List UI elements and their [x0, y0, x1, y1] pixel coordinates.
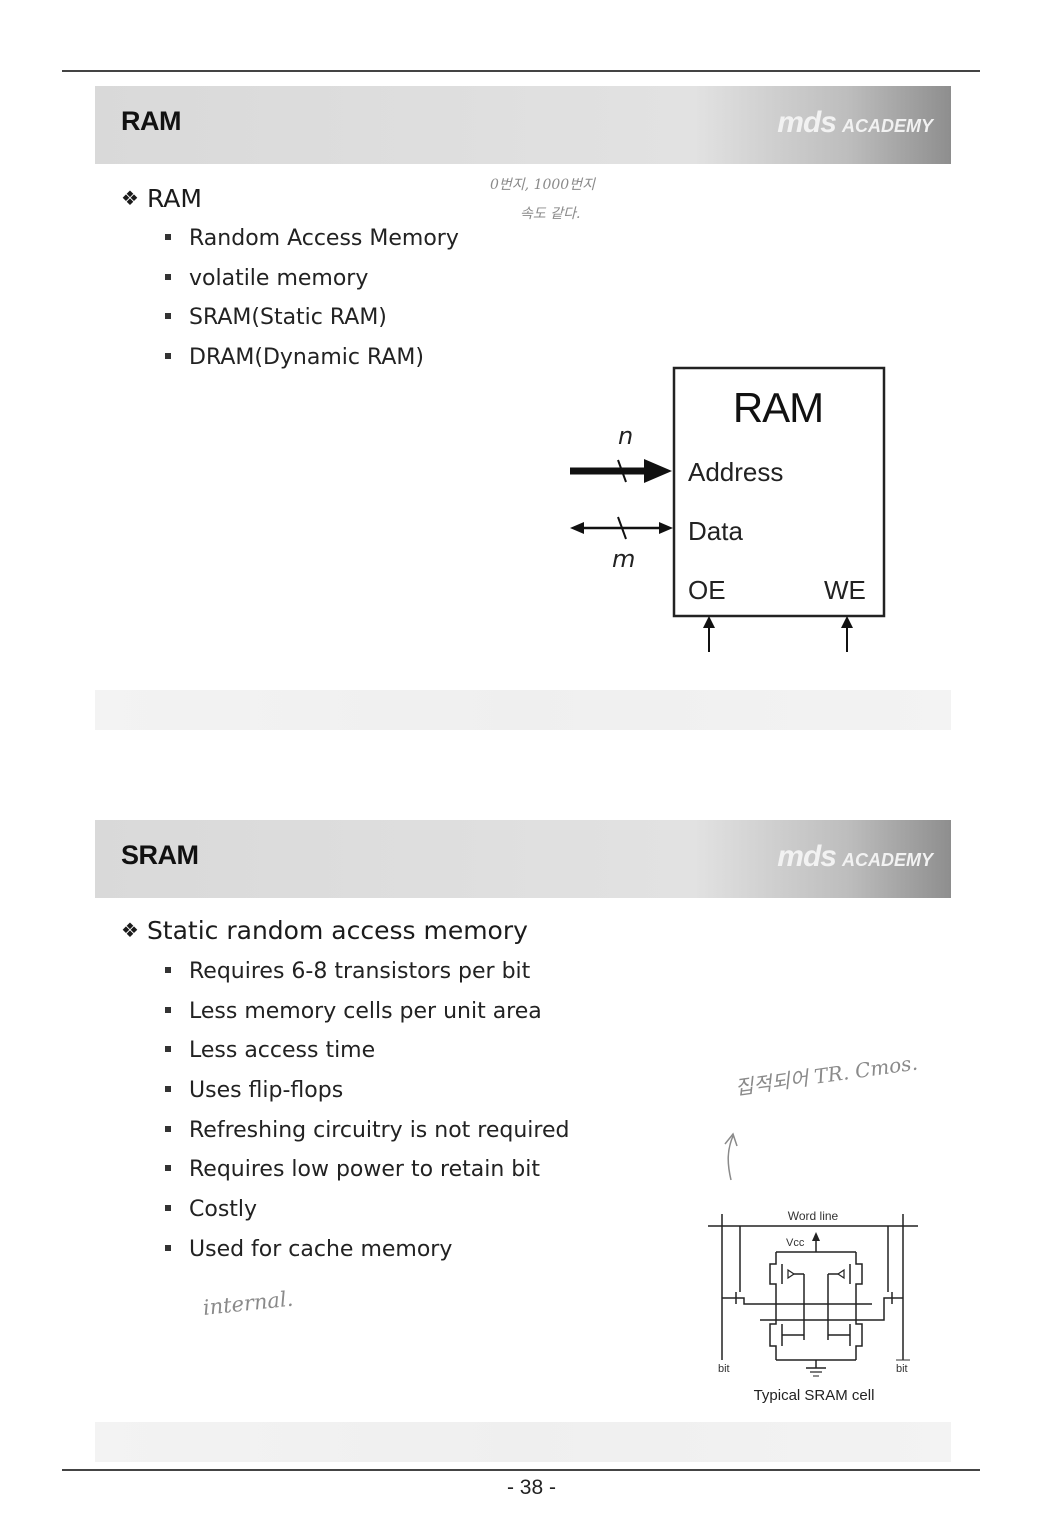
bullet-text: Less memory cells per unit area	[189, 998, 542, 1024]
list-item: DRAM(Dynamic RAM)	[165, 345, 459, 385]
brand-name: mds	[777, 106, 837, 139]
square-bullet-icon	[165, 273, 171, 280]
slide2-title: SRAM	[121, 840, 199, 870]
handwritten-note-tr: 집적되어 TR. Cmos.	[733, 1050, 920, 1100]
brand-suffix: ACADEMY	[841, 850, 933, 870]
list-item: Requires low power to retain bit	[165, 1157, 569, 1197]
list-item: Uses flip-flops	[165, 1078, 569, 1118]
square-bullet-icon	[165, 1165, 171, 1172]
list-item: Costly	[165, 1197, 569, 1237]
list-item: Less memory cells per unit area	[165, 999, 569, 1039]
bullet-text: Uses flip-flops	[189, 1078, 344, 1104]
bullet-text: SRAM(Static RAM)	[189, 305, 387, 331]
bus-width-n-label: n	[618, 422, 633, 450]
we-label: WE	[824, 575, 866, 605]
bus-width-m-label: m	[612, 545, 635, 573]
bullet-text: DRAM(Dynamic RAM)	[189, 345, 424, 371]
bullet-text: Requires 6-8 transistors per bit	[189, 959, 531, 984]
square-bullet-icon	[165, 1046, 171, 1053]
page-number: - 38 -	[506, 1476, 556, 1499]
vcc-label: Vcc	[786, 1237, 805, 1249]
diamond-bullet-icon: ❖	[121, 186, 139, 210]
sram-cell-circuit: Word line Vcc bit bit Typical SRAM cell	[708, 1209, 918, 1404]
square-bullet-icon	[165, 1006, 171, 1013]
sram-cell-caption: Typical SRAM cell	[754, 1387, 875, 1404]
oe-arrow-head-icon	[703, 616, 715, 628]
slide1-heading: ❖ RAM	[121, 184, 202, 213]
data-arrow-right-icon	[659, 522, 673, 534]
address-arrow-head-icon	[644, 459, 672, 483]
square-bullet-icon	[165, 234, 171, 240]
brand-name: mds	[777, 840, 837, 873]
diamond-bullet-icon: ❖	[121, 918, 139, 942]
bullet-text: Used for cache memory	[189, 1236, 453, 1262]
square-bullet-icon	[165, 1086, 171, 1093]
handwritten-arrow-icon	[724, 1132, 738, 1181]
slide2-heading-text: Static random access memory	[146, 916, 528, 945]
address-label: Address	[688, 457, 783, 487]
slide1-footer-band	[95, 690, 951, 730]
slide2-bullet-list: Requires 6-8 transistors per bit Less me…	[165, 959, 569, 1277]
ram-block	[672, 366, 886, 618]
bit-left-label: bit	[718, 1363, 730, 1375]
bullet-text: Requires low power to retain bit	[189, 1157, 540, 1183]
ram-block-diagram: RAM Address Data OE WE n m	[570, 366, 886, 652]
list-item: Used for cache memory	[165, 1237, 569, 1277]
word-line-label: Word line	[788, 1209, 839, 1223]
list-item: SRAM(Static RAM)	[165, 305, 459, 345]
top-rule	[62, 70, 980, 72]
handwritten-note-internal: internal.	[201, 1286, 295, 1320]
square-bullet-icon	[165, 967, 171, 973]
bit-right-label: bit	[896, 1363, 908, 1375]
data-bus-slash	[617, 516, 627, 540]
list-item: Random Access Memory	[165, 226, 459, 266]
data-label: Data	[688, 516, 743, 546]
brand-suffix: ACADEMY	[841, 116, 933, 136]
square-bullet-icon	[165, 1244, 171, 1251]
bullet-text: Refreshing circuitry is not required	[189, 1117, 570, 1143]
square-bullet-icon	[165, 353, 171, 360]
we-arrow-head-icon	[841, 616, 853, 628]
list-item: Requires 6-8 transistors per bit	[165, 959, 569, 999]
ram-block-title: RAM	[733, 384, 823, 431]
address-bus-slash	[617, 459, 627, 483]
list-item: Refreshing circuitry is not required	[165, 1118, 569, 1158]
slide1-bullet-list: Random Access Memory volatile memory SRA…	[165, 226, 459, 385]
bullet-text: volatile memory	[189, 265, 369, 291]
vcc-arrow-icon	[812, 1232, 820, 1241]
data-arrow-left-icon	[570, 522, 584, 534]
square-bullet-icon	[165, 313, 171, 320]
slide2-footer-band	[95, 1422, 951, 1462]
slide2-heading: ❖ Static random access memory	[121, 916, 528, 945]
square-bullet-icon	[165, 1205, 171, 1212]
handwritten-note-line2: 속도 같다.	[520, 206, 581, 222]
list-item: Less access time	[165, 1038, 569, 1078]
bullet-text: Random Access Memory	[189, 226, 459, 251]
list-item: volatile memory	[165, 266, 459, 306]
square-bullet-icon	[165, 1125, 171, 1132]
bullet-text: Costly	[189, 1197, 258, 1223]
handwritten-note-line1: 0번지, 1000번지	[490, 177, 595, 193]
oe-label: OE	[688, 575, 726, 605]
slide1-heading-text: RAM	[146, 184, 202, 213]
bottom-rule	[62, 1469, 980, 1471]
bullet-text: Less access time	[189, 1038, 376, 1064]
slide1-title: RAM	[121, 106, 182, 136]
